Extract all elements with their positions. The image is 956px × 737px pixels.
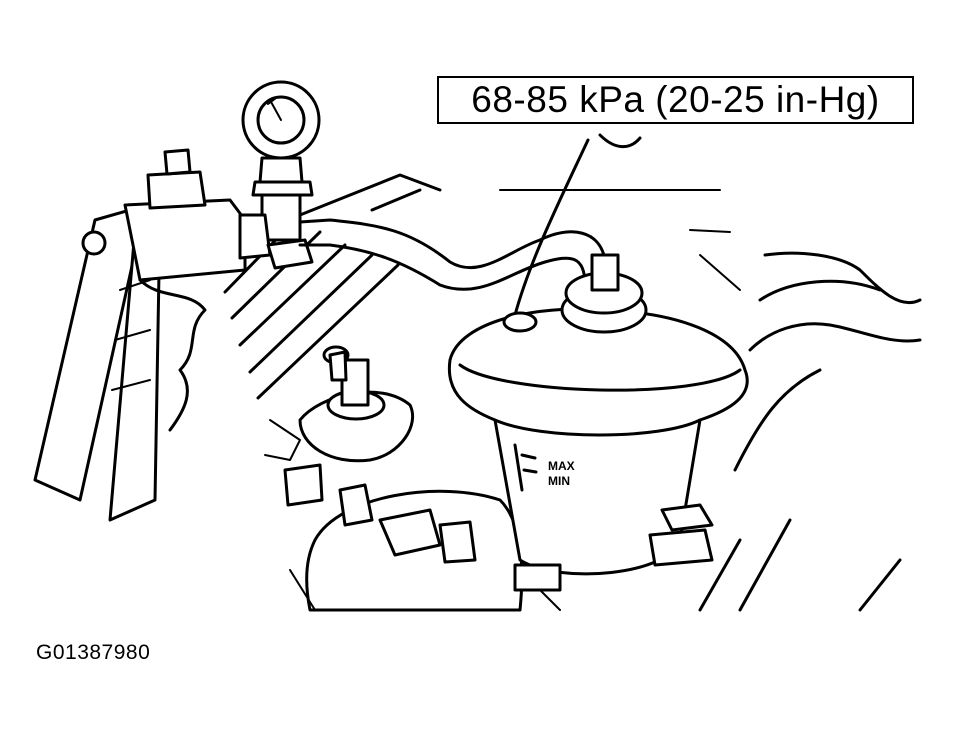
engine-bay-background — [223, 173, 922, 612]
callout-notch — [598, 133, 642, 149]
figure-id: G01387980 — [36, 641, 151, 664]
pressure-callout: 68-85 kPa (20-25 in-Hg) — [437, 76, 914, 124]
max-mark: MAX — [548, 459, 575, 473]
fluid-reservoir: MAX MIN — [447, 253, 749, 592]
callout-leader — [513, 138, 590, 317]
vacuum-pump — [33, 148, 247, 522]
min-mark: MIN — [548, 474, 570, 488]
vacuum-hose — [298, 218, 607, 291]
thermostat-valve — [264, 345, 415, 507]
vacuum-gauge — [238, 80, 321, 270]
lower-canister — [289, 483, 561, 612]
